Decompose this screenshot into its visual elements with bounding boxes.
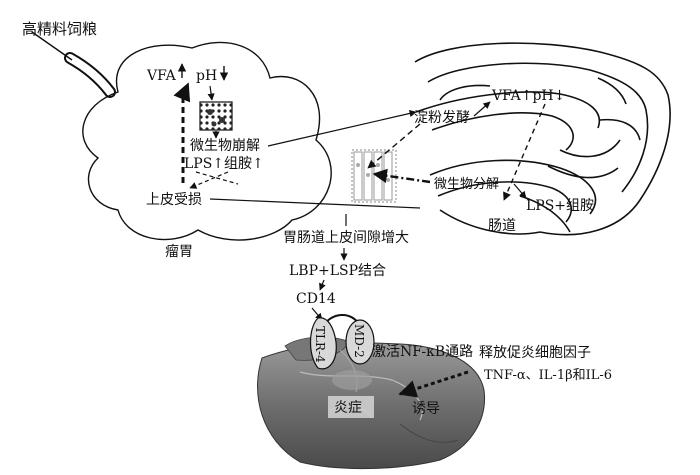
- rumen-ph-label: pH: [196, 68, 217, 84]
- dash-arrow-induce: [398, 370, 469, 398]
- feed-tube-icon: [31, 31, 116, 98]
- arrow-damage-to-epithelium: [209, 198, 421, 209]
- dash-arrow-intestine-3: [372, 168, 431, 184]
- release-label: 释放促炎细胞因子: [479, 345, 591, 361]
- rumen-lysis-label: 微生物崩解: [190, 138, 260, 154]
- inflammation-label: 炎症: [334, 400, 362, 416]
- intestine-vfa-ph-label: VFA↑pH↓: [491, 88, 565, 104]
- nfkb-label: 激活NF-κB通路: [372, 343, 473, 360]
- rumen-outline: [82, 41, 332, 241]
- dash-arrow-cross: [195, 171, 239, 185]
- intestine-label: 肠道: [488, 218, 516, 234]
- epithelial-damage-label: 上皮受损: [146, 192, 202, 208]
- epithelium-icon: [351, 149, 397, 203]
- rumen-lps-label: LPS↑组胺↑: [184, 156, 264, 172]
- tlr4-receptor-icon: [309, 317, 337, 370]
- md2-receptor-icon: [345, 319, 375, 365]
- md2-label: MD-2: [352, 324, 366, 358]
- dash-arrow-left: [189, 171, 229, 189]
- dash-arrow-intestine-1: [367, 123, 421, 169]
- feed-label: 高精料饲粮: [22, 20, 97, 38]
- inflammation-box: [328, 396, 374, 418]
- microbe-box-icon: [199, 101, 233, 131]
- cytokines-label: TNF-α、IL-1β和IL-6: [484, 368, 612, 383]
- rumen-label: 瘤胃: [165, 243, 193, 260]
- dash-arrow-vfa: [173, 82, 191, 183]
- intestine-icon: [414, 42, 671, 236]
- induce-label: 诱导: [412, 401, 440, 417]
- lbp-lsp-label: LBP+LSP结合: [289, 263, 386, 279]
- intestine-micro-label: 微生物分解: [434, 177, 499, 192]
- arrow-lbp-to-cd14: [319, 279, 326, 291]
- arrow-ph-to-box: [207, 85, 215, 101]
- gap-label: 胃肠道上皮间隙增大: [283, 230, 409, 246]
- intestine-lps-label: LPS+组胺: [526, 198, 594, 214]
- arrow-starch-to-vfa: [473, 101, 491, 117]
- dash-arrow-intestine-2: [503, 103, 546, 201]
- intestine-starch-label: 淀粉发酵: [414, 110, 470, 126]
- arrow-micro-to-lps: [513, 183, 527, 199]
- arrow-rumen-to-intestine: [267, 109, 417, 147]
- rumen-vfa-label: VFA: [146, 68, 177, 84]
- cd14-label: CD14: [296, 291, 336, 307]
- tlr4-label: TLR-4: [313, 326, 327, 363]
